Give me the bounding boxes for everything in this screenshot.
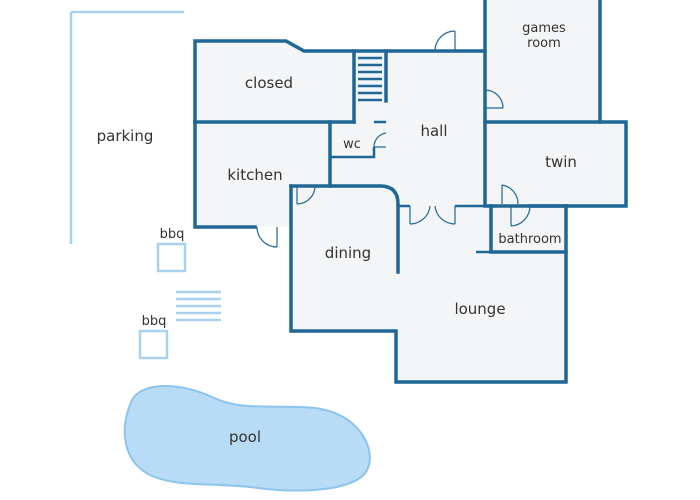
room-label-closed: closed [245, 74, 293, 92]
pool-shape [123, 385, 371, 492]
room-label-games-room-line2: room [527, 36, 561, 51]
room-fills [195, 0, 626, 382]
room-label-kitchen: kitchen [227, 166, 282, 184]
bbq-steps [176, 290, 221, 322]
area-label-bbq-2: bbq [142, 314, 167, 329]
room-label-games-room-line1: games [522, 21, 566, 36]
bbq-grill-1 [156, 242, 187, 273]
door-wc[interactable] [373, 132, 387, 148]
area-label-bbq-1: bbq [160, 227, 185, 242]
door-kitchen-outside[interactable] [256, 226, 278, 248]
room-label-lounge: lounge [454, 300, 505, 318]
door-lounge-double[interactable] [409, 205, 456, 225]
room-label-hall: hall [420, 122, 447, 140]
stairs [358, 56, 382, 102]
area-label-pool: pool [229, 428, 261, 446]
bbq-grill-2 [138, 329, 169, 360]
room-label-bathroom: bathroom [498, 232, 561, 247]
parking-area [69, 10, 184, 244]
door-kitchen[interactable] [296, 185, 316, 205]
door-twin[interactable] [501, 184, 519, 205]
walls [193, 0, 628, 384]
area-label-parking: parking [97, 127, 154, 145]
room-label-twin: twin [545, 153, 577, 171]
door-hall-top[interactable] [434, 30, 456, 52]
door-bathroom[interactable] [510, 205, 531, 227]
door-games-room[interactable] [484, 89, 504, 109]
room-label-dining: dining [325, 244, 371, 262]
room-label-wc: wc [343, 137, 361, 152]
